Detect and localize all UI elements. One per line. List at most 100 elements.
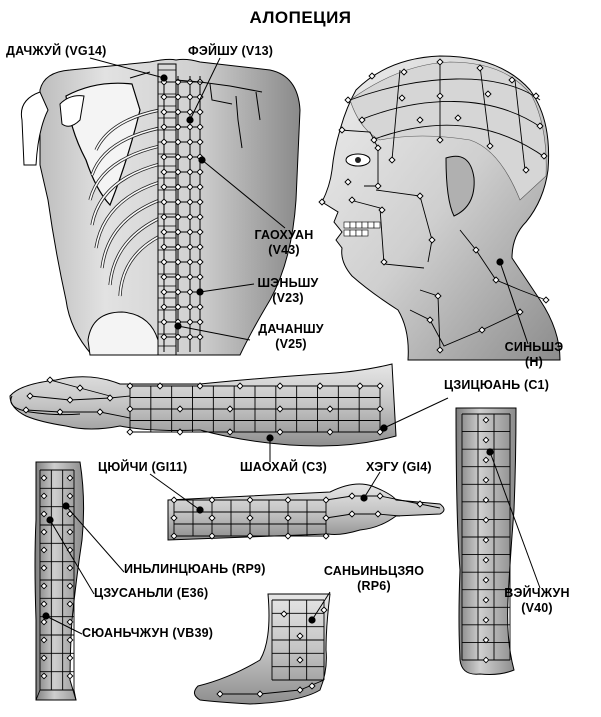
meridian-point-marker	[126, 428, 134, 436]
meridian-point-marker	[66, 564, 74, 572]
meridian-point-marker	[376, 492, 384, 500]
meridian-point-marker	[482, 616, 490, 624]
meridian-point-marker	[160, 228, 168, 236]
meridian-point-marker	[196, 108, 204, 116]
diagram-title: АЛОПЕЦИЯ	[249, 8, 352, 27]
meridian-point-marker	[160, 138, 168, 146]
meridian-point-marker	[66, 396, 74, 404]
acupoint-marker	[196, 288, 204, 296]
meridian-point-marker	[482, 476, 490, 484]
meridian-point-marker	[196, 168, 204, 176]
meridian-point-marker	[174, 213, 182, 221]
meridian-point-marker	[66, 492, 74, 500]
meridian-point-marker	[186, 318, 194, 326]
meridian-point-marker	[226, 405, 234, 413]
meridian-point-marker	[374, 182, 382, 190]
meridian-point-marker	[156, 382, 164, 390]
meridian-point-marker	[532, 92, 540, 100]
meridian-point-marker	[482, 636, 490, 644]
meridian-point-marker	[348, 196, 356, 204]
meridian-point-marker	[186, 333, 194, 341]
meridian-point-marker	[358, 116, 366, 124]
meridian-point-marker	[476, 64, 484, 72]
meridian-point-marker	[176, 428, 184, 436]
meridian-point-marker	[416, 500, 424, 508]
meridian-point-marker	[160, 183, 168, 191]
meridian-point-marker	[186, 273, 194, 281]
meridian-point-marker	[318, 198, 326, 206]
label-shenshu: ШЭНЬШУ (V23)	[254, 276, 322, 306]
meridian-point-marker	[236, 382, 244, 390]
foot-figure	[194, 593, 331, 705]
meridian-point-marker	[66, 654, 74, 662]
meridian-point-marker	[436, 346, 444, 354]
meridian-point-marker	[482, 496, 490, 504]
acupoint-marker	[160, 74, 168, 82]
meridian-point-marker	[276, 428, 284, 436]
acupoint-marker	[496, 258, 504, 266]
meridian-point-marker	[174, 258, 182, 266]
acupoint-marker	[196, 506, 204, 514]
meridian-point-marker	[174, 183, 182, 191]
meridian-point-marker	[174, 93, 182, 101]
meridian-point-marker	[326, 405, 334, 413]
meridian-point-marker	[426, 316, 434, 324]
meridian-point-marker	[216, 690, 224, 698]
meridian-point-marker	[186, 138, 194, 146]
meridian-point-marker	[174, 273, 182, 281]
meridian-point-marker	[160, 213, 168, 221]
meridian-point-marker	[170, 532, 178, 540]
meridian-point-marker	[186, 153, 194, 161]
meridian-point-marker	[186, 243, 194, 251]
acupoint-marker	[42, 612, 50, 620]
meridian-point-marker	[478, 326, 486, 334]
meridian-point-marker	[436, 136, 444, 144]
meridian-point-marker	[246, 532, 254, 540]
meridian-point-marker	[326, 428, 334, 436]
meridian-point-marker	[186, 108, 194, 116]
label-xinshe-name: СИНЬШЭ	[504, 340, 564, 354]
meridian-point-marker	[160, 153, 168, 161]
meridian-point-marker	[40, 582, 48, 590]
acupoint-marker	[266, 434, 274, 442]
acupoint-marker	[308, 616, 316, 624]
meridian-point-marker	[186, 93, 194, 101]
meridian-point-marker	[374, 144, 382, 152]
label-weizhong-code: (V40)	[521, 601, 553, 615]
meridian-point-marker	[106, 394, 114, 402]
meridian-point-marker	[66, 600, 74, 608]
meridian-point-marker	[174, 198, 182, 206]
back-torso-figure	[20, 58, 301, 356]
head-profile-figure	[318, 55, 561, 361]
meridian-point-marker	[160, 333, 168, 341]
meridian-point-marker	[482, 656, 490, 664]
left-leg-figure	[34, 461, 85, 701]
meridian-point-marker	[196, 258, 204, 266]
meridian-point-marker	[160, 243, 168, 251]
meridian-point-marker	[186, 303, 194, 311]
meridian-point-marker	[96, 408, 104, 416]
meridian-point-marker	[482, 516, 490, 524]
meridian-point-marker	[170, 496, 178, 504]
label-xinshe-code: (H)	[525, 355, 543, 369]
meridian-point-marker	[416, 116, 424, 124]
meridian-point-marker	[540, 152, 548, 160]
meridian-point-marker	[186, 213, 194, 221]
label-quchi: ЦЮЙЧИ (GI11)	[98, 460, 188, 474]
acupoint-marker	[360, 494, 368, 502]
acupoint-marker	[186, 116, 194, 124]
meridian-point-marker	[338, 126, 346, 134]
meridian-point-marker	[348, 510, 356, 518]
label-dachangshu-code: (V25)	[275, 337, 307, 351]
meridian-point-marker	[56, 408, 64, 416]
meridian-point-marker	[208, 496, 216, 504]
meridian-point-marker	[482, 456, 490, 464]
meridian-point-marker	[196, 213, 204, 221]
label-shenshu-code: (V23)	[272, 291, 304, 305]
meridian-point-marker	[322, 532, 330, 540]
meridian-point-marker	[160, 288, 168, 296]
meridian-point-marker	[320, 606, 328, 614]
label-gaohuang-code: (V43)	[268, 243, 300, 257]
meridian-point-marker	[160, 108, 168, 116]
